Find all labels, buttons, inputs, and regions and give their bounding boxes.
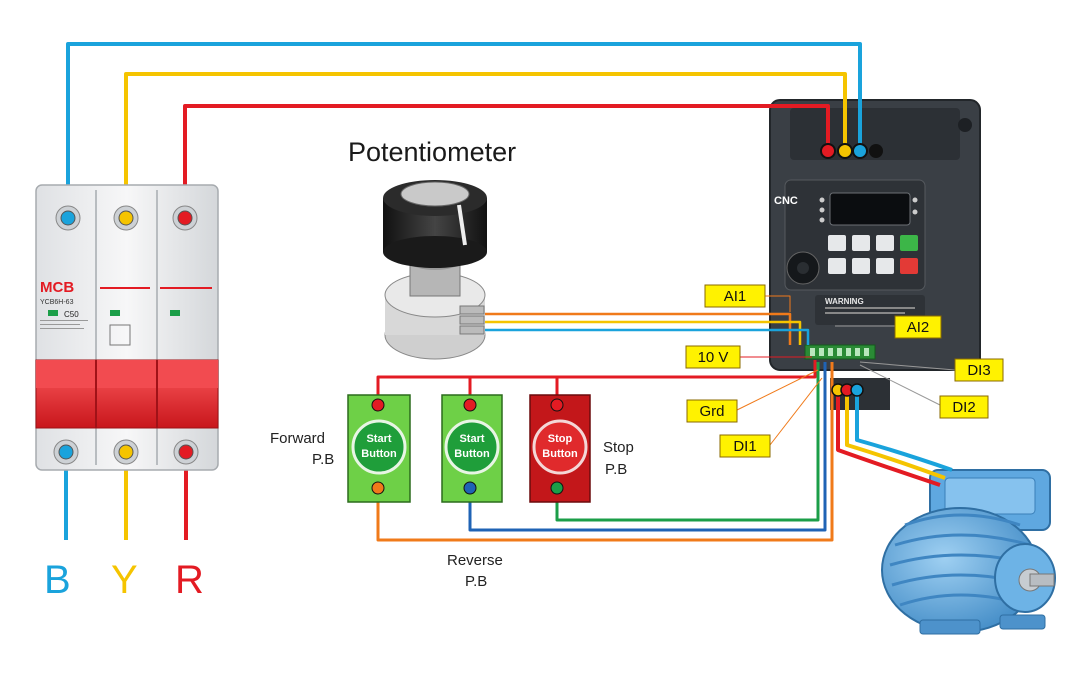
- tag-di1: DI1: [719, 434, 771, 458]
- mcb-rating: C50: [64, 310, 79, 319]
- phase-label-b: B: [44, 558, 71, 602]
- forward-label-sub: P.B: [312, 451, 334, 468]
- stop-label: Stop: [603, 439, 634, 456]
- tag-di2-text: DI2: [952, 399, 975, 416]
- tag-grd: Grd: [686, 399, 738, 423]
- reverse-label: Reverse: [447, 552, 503, 569]
- reverse-label-sub: P.B: [465, 573, 487, 590]
- tag-ai1-text: AI1: [724, 288, 747, 305]
- tag-10v: 10 V: [685, 345, 741, 369]
- reverse-push-button: Start Button: [441, 394, 503, 503]
- phase-label-r: R: [175, 558, 204, 602]
- phase-label-y: Y: [111, 558, 138, 602]
- reverse-button-line1: Start: [459, 433, 484, 445]
- potentiometer-title: Potentiometer: [348, 137, 516, 167]
- forward-push-button: Start Button: [347, 394, 411, 503]
- tag-ai2-text: AI2: [907, 319, 930, 336]
- tag-10v-text: 10 V: [698, 349, 729, 366]
- vfd-brand: CNC: [774, 195, 798, 207]
- vfd-keypad: [828, 235, 918, 274]
- wires: [64, 42, 956, 542]
- vfd-warning-label: WARNING: [825, 297, 864, 306]
- stop-label-sub: P.B: [605, 461, 627, 478]
- vfd-input-terminals: [820, 143, 883, 159]
- forward-label: Forward: [270, 430, 325, 447]
- mcb-brand: MCB: [40, 279, 74, 296]
- tag-di3: DI3: [954, 358, 1004, 382]
- motor: [881, 469, 1056, 635]
- stop-button-line1: Stop: [548, 433, 573, 445]
- forward-button-line2: Button: [361, 448, 397, 460]
- tag-grd-text: Grd: [699, 403, 724, 420]
- reverse-button-line2: Button: [454, 448, 490, 460]
- tag-ai2: AI2: [894, 315, 942, 339]
- forward-button-line1: Start: [366, 433, 391, 445]
- tag-di2: DI2: [939, 395, 989, 419]
- mcb-breaker: MCB YCB6H-63 C50: [35, 184, 219, 471]
- potentiometer: [383, 180, 487, 360]
- tag-di3-text: DI3: [967, 362, 990, 379]
- vfd-output-terminals: [831, 383, 864, 397]
- stop-button-line2: Button: [542, 448, 578, 460]
- mcb-model: YCB6H-63: [40, 299, 74, 306]
- tag-ai1: AI1: [704, 284, 766, 308]
- tag-di1-text: DI1: [733, 438, 756, 455]
- stop-push-button: Stop Button: [529, 394, 591, 503]
- vfd-drive: CNC WARNING: [769, 99, 981, 410]
